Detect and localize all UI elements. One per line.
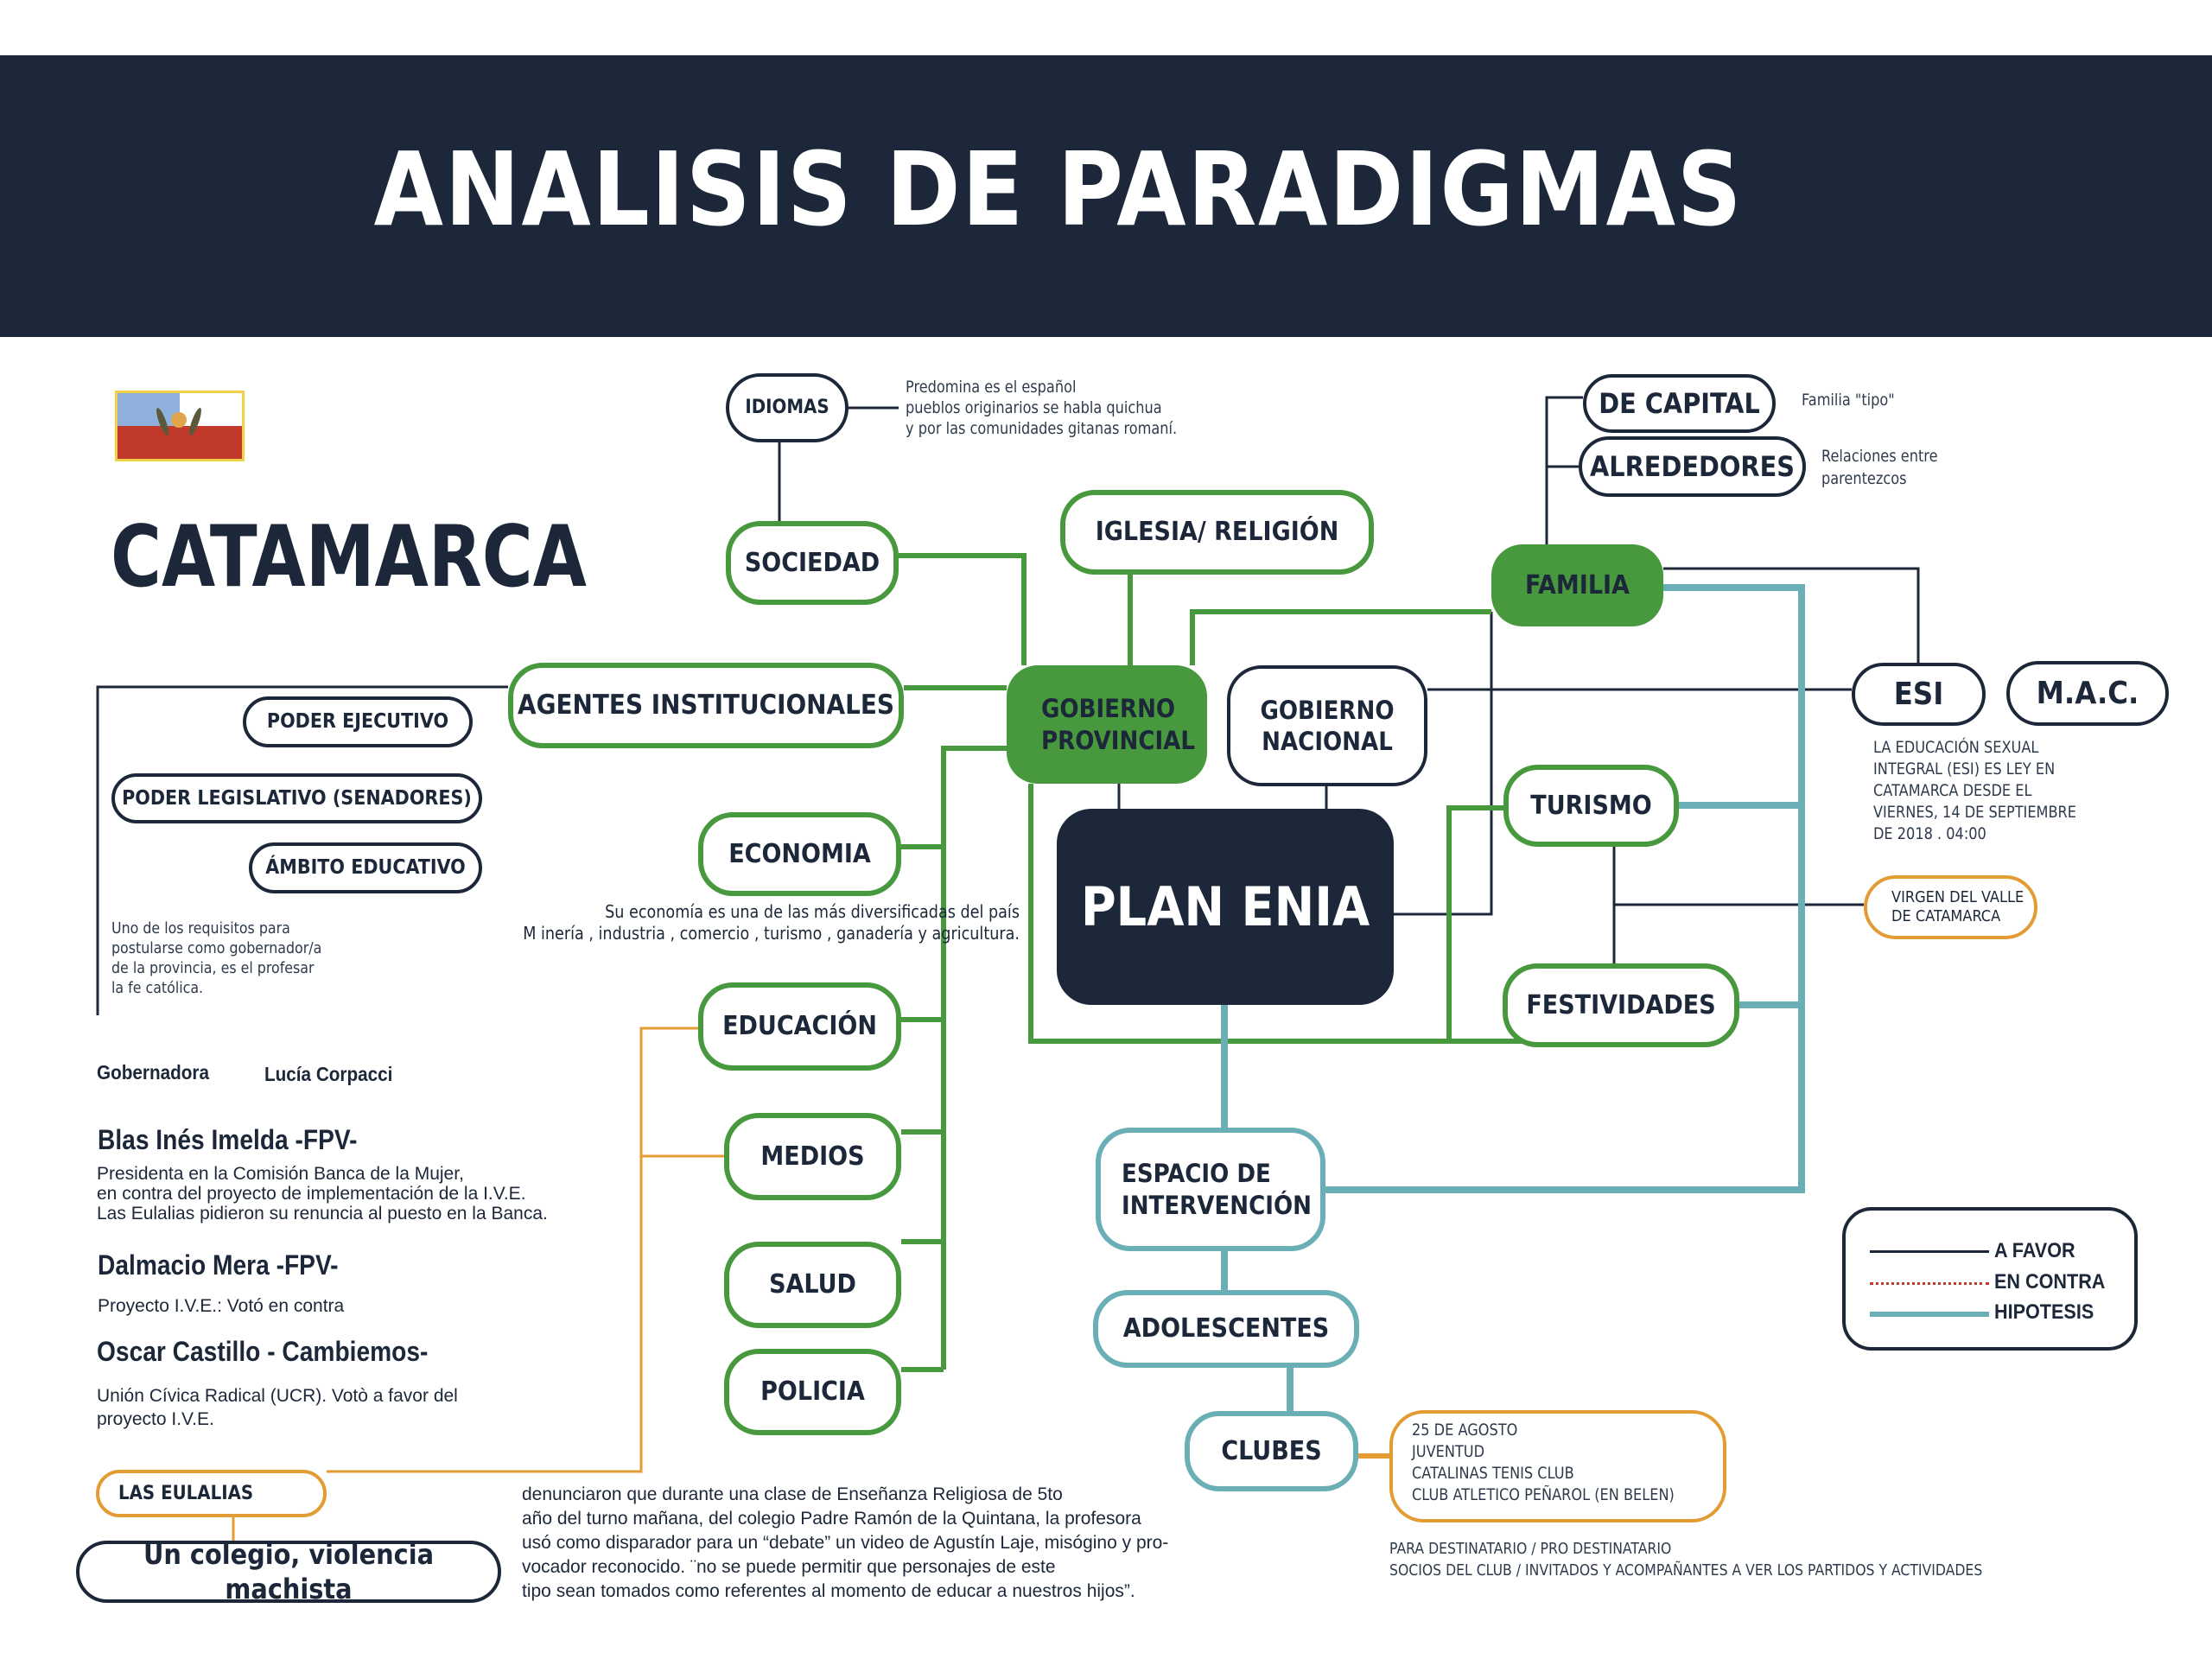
line-turismo-left bbox=[1446, 805, 1503, 1041]
node-las-eulalias[interactable]: LAS EULALIAS bbox=[96, 1470, 327, 1517]
node-medios[interactable]: MEDIOS bbox=[724, 1113, 901, 1200]
senator-name-3: Oscar Castillo - Cambiemos- bbox=[97, 1336, 429, 1367]
node-mac[interactable]: M.A.C. bbox=[2006, 661, 2169, 726]
node-gobierno-provincial[interactable]: GOBIERNO PROVINCIAL bbox=[1007, 665, 1207, 784]
line-gov-branch bbox=[941, 746, 1007, 1370]
clubes-list: 25 DE AGOSTO JUVENTUD CATALINAS TENIS CL… bbox=[1412, 1421, 1675, 1504]
node-iglesia[interactable]: IGLESIA/ RELIGIÓN bbox=[1060, 490, 1374, 575]
note-economia: Su economía es una de las más diversific… bbox=[523, 901, 1020, 944]
legend-line-a-favor bbox=[1870, 1250, 1989, 1253]
note-esi: LA EDUCACIÓN SEXUAL INTEGRAL (ESI) ES LE… bbox=[1873, 738, 2076, 843]
line-familia-subs bbox=[1545, 396, 1583, 544]
note-idiomas: Predomina es el español pueblos originar… bbox=[906, 378, 1178, 438]
line-familia-esi bbox=[1663, 567, 1920, 663]
node-economia[interactable]: ECONOMIA bbox=[698, 812, 901, 896]
node-espacio-intervencion[interactable]: ESPACIO DE INTERVENCIÓN bbox=[1096, 1128, 1325, 1251]
node-salud[interactable]: SALUD bbox=[724, 1242, 901, 1328]
node-policia[interactable]: POLICIA bbox=[724, 1349, 901, 1435]
note-de-capital: Familia "tipo" bbox=[1802, 391, 1895, 410]
line-gov-bottom bbox=[1028, 784, 1529, 1044]
node-poder-legislativo[interactable]: PODER LEGISLATIVO (SENADORES) bbox=[111, 773, 482, 823]
note-requisito: Uno de los requisitos para postularse co… bbox=[111, 919, 322, 997]
line-sociedad-gov bbox=[899, 553, 1027, 665]
governor-name: Lucía Corpacci bbox=[264, 1063, 393, 1085]
header-banner bbox=[0, 55, 2212, 337]
note-eulalias: denunciaron que durante una clase de Ens… bbox=[522, 1484, 1169, 1601]
node-familia[interactable]: FAMILIA bbox=[1491, 544, 1663, 626]
line-agentes-left bbox=[96, 685, 508, 1015]
line-gov-familia bbox=[1190, 609, 1491, 665]
legend-label-a-favor: A FAVOR bbox=[1994, 1239, 2075, 1262]
senator-detail-1: Presidenta en la Comisión Banca de la Mu… bbox=[97, 1164, 548, 1224]
node-clubes[interactable]: CLUBES bbox=[1185, 1411, 1358, 1491]
legend-line-en-contra bbox=[1870, 1282, 1989, 1285]
node-virgen-del-valle[interactable]: VIRGEN DEL VALLE DE CATAMARCA bbox=[1864, 875, 2037, 939]
senator-detail-3: Unión Cívica Radical (UCR). Votò a favor… bbox=[97, 1386, 458, 1429]
legend: A FAVOR EN CONTRA HIPOTESIS bbox=[1842, 1207, 2138, 1351]
page-title: ANALISIS DE PARADIGMAS bbox=[373, 130, 1744, 249]
node-gobierno-nacional[interactable]: GOBIERNO NACIONAL bbox=[1227, 665, 1427, 786]
note-destinatario: PARA DESTINATARIO / PRO DESTINATARIO SOC… bbox=[1389, 1540, 1983, 1580]
senator-name-1: Blas Inés Imelda -FPV- bbox=[98, 1124, 358, 1155]
node-plan-enia[interactable]: PLAN ENIA bbox=[1057, 809, 1394, 1005]
line-familia-hyp bbox=[1325, 584, 1805, 1193]
node-idiomas[interactable]: IDIOMAS bbox=[726, 373, 849, 442]
node-educacion[interactable]: EDUCACIÓN bbox=[698, 982, 901, 1071]
senator-name-2: Dalmacio Mera -FPV- bbox=[98, 1249, 339, 1281]
node-colegio-violencia[interactable]: Un colegio, violencia machista bbox=[76, 1538, 501, 1605]
node-alrededores[interactable]: ALREDEDORES bbox=[1579, 436, 1806, 497]
node-esi[interactable]: ESI bbox=[1852, 663, 1986, 726]
node-agentes-institucionales[interactable]: AGENTES INSTITUCIONALES bbox=[508, 663, 904, 748]
node-ambito-educativo[interactable]: ÁMBITO EDUCATIVO bbox=[249, 842, 482, 893]
node-sociedad[interactable]: SOCIEDAD bbox=[726, 521, 899, 605]
node-turismo[interactable]: TURISMO bbox=[1503, 765, 1679, 847]
governor-label: Gobernadora bbox=[97, 1061, 209, 1084]
node-adolescentes[interactable]: ADOLESCENTES bbox=[1093, 1290, 1359, 1368]
senator-detail-2: Proyecto I.V.E.: Votó en contra bbox=[98, 1296, 345, 1316]
catamarca-flag-icon bbox=[115, 391, 245, 461]
legend-label-en-contra: EN CONTRA bbox=[1994, 1270, 2106, 1294]
legend-label-hipotesis: HIPOTESIS bbox=[1994, 1300, 2094, 1324]
province-title: CATAMARCA bbox=[111, 508, 587, 607]
node-de-capital[interactable]: DE CAPITAL bbox=[1583, 374, 1776, 433]
line-educacion-eulalias bbox=[327, 1027, 698, 1473]
node-poder-ejecutivo[interactable]: PODER EJECUTIVO bbox=[243, 696, 473, 747]
node-festividades[interactable]: FESTIVIDADES bbox=[1503, 963, 1739, 1047]
line-enia-familia bbox=[1394, 612, 1493, 916]
legend-line-hipotesis bbox=[1870, 1312, 1989, 1317]
clubes-list-box bbox=[1389, 1410, 1726, 1522]
note-alrededores: Relaciones entre parentezcos bbox=[1821, 447, 1938, 488]
